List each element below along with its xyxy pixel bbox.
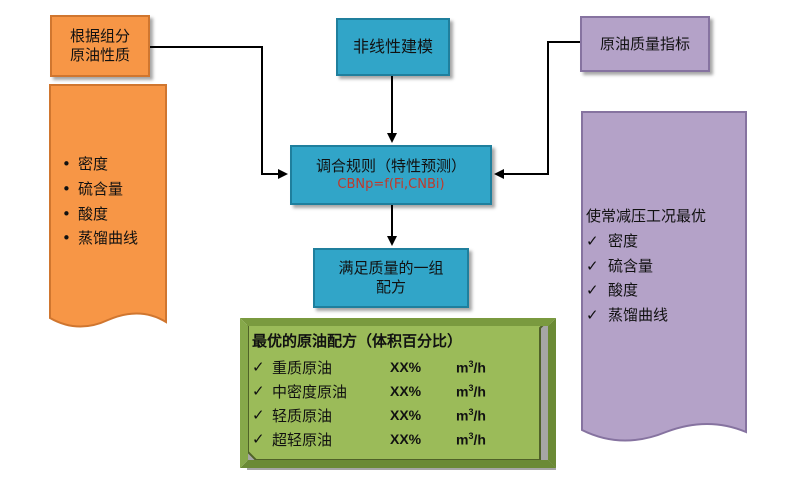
list-item: 密度 — [586, 229, 706, 254]
recipe-box-bottom-bevel — [240, 460, 556, 468]
arrow-composition-to-rule — [150, 46, 288, 179]
recipe-row: ✓ 超轻原油 XX% m3/h — [252, 427, 542, 451]
optimal-recipe-panel: 最优的原油配方（体积百分比） ✓ 重质原油 XX% m3/h ✓ 中密度原油 X… — [252, 330, 542, 451]
arrow-quality-to-rule — [494, 41, 580, 179]
list-item-label: 酸度 — [608, 281, 639, 300]
recipe-oil-name: 中密度原油 — [272, 382, 348, 401]
recipe-oil-percent: XX% — [390, 359, 422, 375]
check-icon: ✓ — [252, 406, 265, 424]
blending-rule-title: 调合规则（特性预测） — [315, 156, 466, 175]
quality-index-label: 原油质量指标 — [599, 34, 690, 53]
quality-index-box: 原油质量指标 — [580, 16, 710, 72]
recipe-row: ✓ 中密度原油 XX% m3/h — [252, 379, 542, 403]
orange-property-list: 密度 硫含量 酸度 蒸馏曲线 — [62, 152, 138, 251]
recipe-oil-unit: m3/h — [456, 382, 486, 400]
list-item: 硫含量 — [62, 177, 138, 202]
list-item: 密度 — [62, 152, 138, 177]
list-item-label: 硫含量 — [608, 256, 654, 275]
list-item-label: 密度 — [608, 231, 639, 250]
list-item-label: 密度 — [78, 155, 109, 173]
recipe-oil-name: 超轻原油 — [272, 430, 333, 449]
recipe-box-left-bevel — [240, 318, 248, 468]
recipe-oil-unit: m3/h — [456, 358, 486, 376]
recipe-oil-unit: m3/h — [456, 406, 486, 424]
recipe-box-top-bevel — [240, 318, 556, 326]
check-icon: ✓ — [252, 430, 265, 448]
recipe-oil-percent: XX% — [390, 431, 422, 447]
nonlinear-modeling-label: 非线性建模 — [352, 37, 433, 56]
formula-set-box: 满足质量的一组 配方 — [313, 248, 469, 308]
list-item-label: 蒸馏曲线 — [608, 306, 669, 324]
nonlinear-modeling-box: 非线性建模 — [336, 18, 450, 76]
list-item: 酸度 — [586, 278, 706, 303]
recipe-oil-unit: m3/h — [456, 430, 486, 448]
recipe-oil-percent: XX% — [390, 407, 422, 423]
list-item: 蒸馏曲线 — [586, 303, 706, 328]
check-icon: ✓ — [252, 358, 265, 376]
blending-rule-formula: CBNp=f(Fi,CNBi) — [337, 177, 445, 193]
recipe-box-right-bevel — [548, 318, 556, 468]
composition-property-line-1: 根据组分 — [69, 27, 130, 46]
recipe-oil-name: 轻质原油 — [272, 406, 333, 425]
composition-property-line-2: 原油性质 — [69, 46, 130, 64]
list-item-label: 硫含量 — [78, 179, 124, 198]
recipe-row: ✓ 轻质原油 XX% m3/h — [252, 403, 542, 427]
recipe-row: ✓ 重质原油 XX% m3/h — [252, 355, 542, 379]
composition-property-box: 根据组分 原油性质 — [50, 15, 150, 77]
list-item: 酸度 — [62, 202, 138, 227]
recipe-oil-percent: XX% — [390, 383, 422, 399]
purple-list-heading: 使常减压工况最优 — [586, 207, 707, 225]
list-item-label: 酸度 — [78, 204, 109, 223]
list-item: 蒸馏曲线 — [62, 226, 138, 251]
recipe-oil-name: 重质原油 — [272, 358, 333, 377]
list-item-label: 蒸馏曲线 — [78, 229, 139, 248]
list-item: 硫含量 — [586, 254, 706, 279]
check-icon: ✓ — [252, 382, 265, 400]
recipe-title: 最优的原油配方（体积百分比） — [252, 332, 463, 350]
formula-set-line-2: 配方 — [375, 278, 406, 296]
purple-condition-list: 使常减压工况最优 密度 硫含量 酸度 蒸馏曲线 — [586, 204, 706, 328]
blending-rule-box: 调合规则（特性预测） CBNp=f(Fi,CNBi) — [290, 145, 492, 205]
formula-set-line-1: 满足质量的一组 — [338, 259, 444, 278]
